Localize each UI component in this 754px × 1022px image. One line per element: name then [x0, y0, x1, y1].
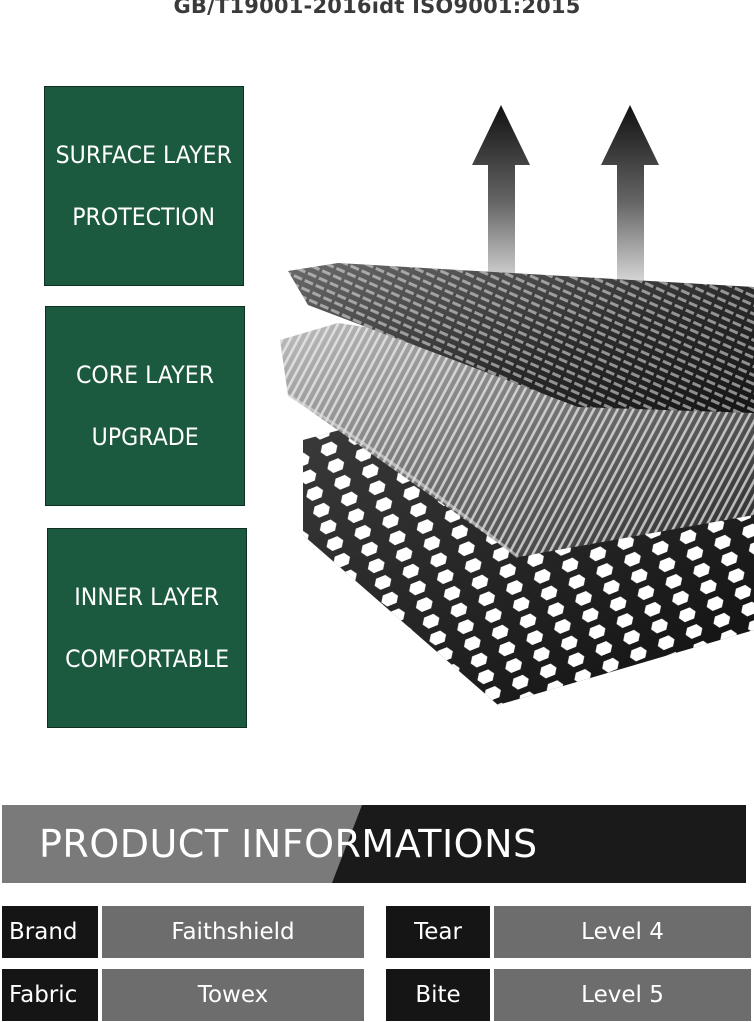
brand-label: Brand: [2, 906, 98, 958]
surface-layer-box: SURFACE LAYER PROTECTION: [44, 86, 244, 286]
surface-layer-subtitle: PROTECTION: [72, 203, 216, 231]
fabric-value: Towex: [102, 969, 364, 1021]
fabric-layers-illustration: [268, 95, 754, 720]
up-arrow-icon: [601, 105, 659, 283]
brand-value: Faithshield: [102, 906, 364, 958]
tear-value: Level 4: [494, 906, 751, 958]
certification-text: GB/T19001-2016idt ISO9001:2015: [173, 0, 581, 18]
banner-title: PRODUCT INFORMATIONS: [39, 822, 538, 866]
up-arrow-icon: [472, 105, 530, 283]
core-layer-subtitle: UPGRADE: [91, 423, 199, 451]
bite-label: Bite: [386, 969, 490, 1021]
product-info-banner: PRODUCT INFORMATIONS: [2, 805, 746, 883]
core-layer-title: CORE LAYER: [75, 361, 215, 389]
core-layer-box: CORE LAYER UPGRADE: [45, 306, 245, 506]
surface-layer-title: SURFACE LAYER: [55, 141, 233, 169]
inner-layer-title: INNER LAYER: [74, 583, 220, 611]
inner-layer-box: INNER LAYER COMFORTABLE: [47, 528, 247, 728]
fabric-label: Fabric: [2, 969, 98, 1021]
bite-value: Level 5: [494, 969, 751, 1021]
inner-layer-subtitle: COMFORTABLE: [65, 645, 229, 673]
tear-label: Tear: [386, 906, 490, 958]
